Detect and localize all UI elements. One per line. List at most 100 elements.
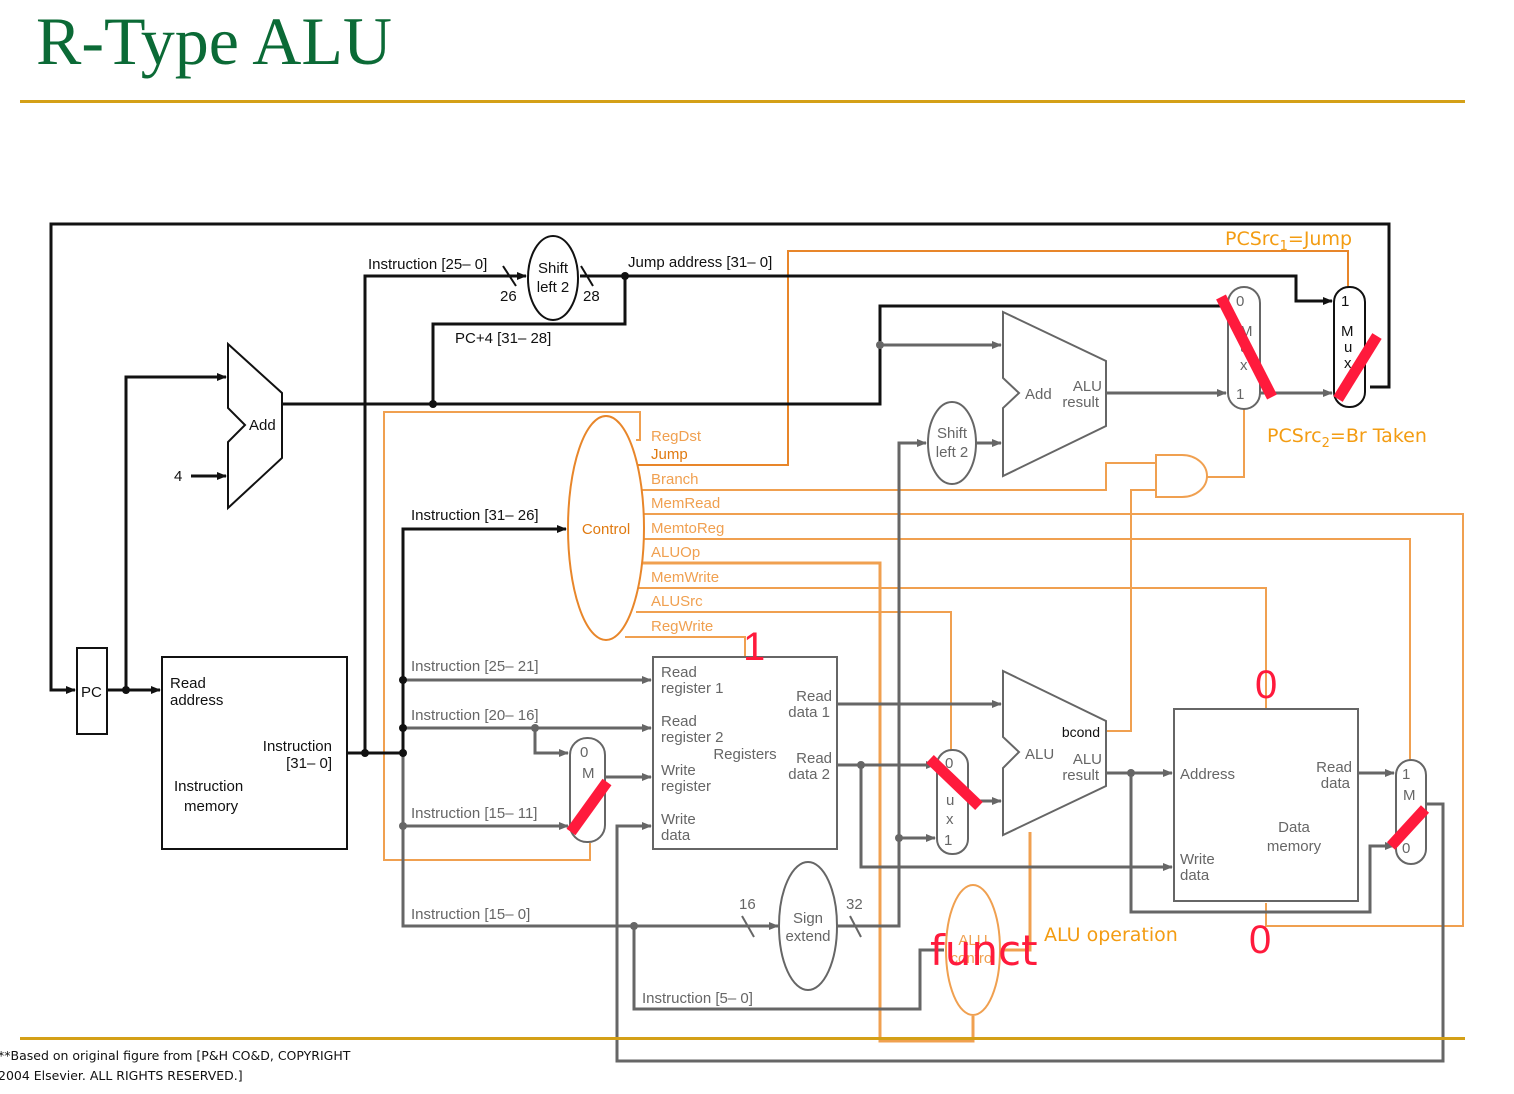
and-gate — [1155, 454, 1208, 498]
svg-text:register 2: register 2 — [661, 729, 724, 746]
wire-pc4 — [282, 304, 1228, 406]
control-unit: Control — [567, 415, 645, 641]
svg-text:Control: Control — [582, 521, 630, 538]
wire-alu-operation — [1001, 832, 1032, 952]
svg-text:Instruction [20– 16]: Instruction [20– 16] — [411, 707, 539, 724]
svg-text:data: data — [1180, 867, 1210, 884]
svg-text:data 2: data 2 — [788, 766, 830, 783]
wire-jump — [638, 250, 1349, 466]
svg-text:PC+4 [31– 28]: PC+4 [31– 28] — [455, 330, 551, 347]
instruction-memory: Read address Instruction [31– 0] Instruc… — [161, 656, 348, 850]
svg-text:Instruction [15– 11]: Instruction [15– 11] — [411, 805, 537, 822]
strike-branch-mux — [1216, 294, 1277, 400]
svg-text:memory: memory — [1267, 838, 1322, 855]
svg-text:ALUOp: ALUOp — [651, 544, 700, 561]
svg-text:Read: Read — [796, 750, 832, 767]
wire-writeback — [615, 802, 1445, 1063]
wire-jump-address — [580, 274, 1333, 305]
svg-text:Data: Data — [1278, 819, 1310, 836]
svg-text:0: 0 — [580, 744, 588, 761]
svg-text:MemWrite: MemWrite — [651, 569, 719, 586]
wire-memwrite — [638, 587, 1267, 708]
pcsrc2-annotation: PCSrc2=Br Taken — [1267, 425, 1427, 451]
svg-text:PCSrc2=Br Taken: PCSrc2=Br Taken — [1267, 425, 1427, 451]
svg-text:left 2: left 2 — [537, 279, 570, 296]
svg-text:Write: Write — [661, 762, 696, 779]
wire-aluop — [640, 561, 975, 1043]
svg-text:extend: extend — [785, 928, 830, 945]
wire-alu-bypass — [1129, 773, 1395, 914]
svg-text:x: x — [1240, 357, 1248, 374]
svg-text:Add: Add — [1025, 386, 1052, 403]
svg-text:Read: Read — [1316, 759, 1352, 776]
svg-text:M: M — [1341, 323, 1354, 340]
svg-text:Read: Read — [796, 688, 832, 705]
svg-text:Write: Write — [661, 811, 696, 828]
sign-extend: Sign extend 16 32 — [739, 861, 863, 991]
svg-text:Add: Add — [249, 417, 276, 434]
shift-left-jump: Shift left 2 — [502, 235, 594, 321]
svg-text:register 1: register 1 — [661, 680, 724, 697]
footnote: **Based on original figure from [P&H CO&… — [0, 1046, 350, 1086]
svg-text:Sign: Sign — [793, 910, 823, 927]
svg-text:data: data — [1321, 775, 1351, 792]
footer-rule — [20, 1037, 1465, 1040]
svg-text:x: x — [1344, 355, 1352, 372]
svg-text:Branch: Branch — [651, 471, 699, 488]
svg-text:result: result — [1062, 767, 1100, 784]
memread-value: 0 — [1255, 663, 1277, 707]
svg-text:ALUSrc: ALUSrc — [651, 593, 703, 610]
svg-text:Write: Write — [1180, 851, 1215, 868]
svg-text:Jump: Jump — [651, 446, 688, 463]
strike-alusrc-mux — [926, 755, 983, 810]
svg-text:Read: Read — [170, 675, 206, 692]
footnote-line-2: 2004 Elsevier. ALL RIGHTS RESERVED.] — [0, 1068, 243, 1083]
svg-text:0: 0 — [1236, 293, 1244, 310]
svg-text:control: control — [950, 950, 995, 967]
svg-text:1: 1 — [944, 832, 952, 849]
svg-text:data: data — [661, 827, 691, 844]
regwrite-value: 1 — [743, 625, 765, 669]
svg-text:0: 0 — [945, 755, 953, 772]
alu-operation-label: ALU operation — [1044, 924, 1178, 946]
svg-text:Registers: Registers — [713, 746, 776, 763]
constant-four: 4 — [174, 468, 182, 485]
wire-memread — [642, 513, 1464, 927]
pc-register: PC — [76, 647, 108, 735]
slide-title: R-Type ALU — [36, 3, 392, 79]
svg-text:Shift: Shift — [538, 260, 569, 277]
svg-text:x: x — [946, 811, 954, 828]
pcsrc1-annotation: PCSrc1=Jump — [1225, 228, 1352, 254]
svg-text:u: u — [1344, 339, 1352, 356]
branch-adder: Add ALU result — [1002, 310, 1107, 478]
svg-text:Instruction [25– 0]: Instruction [25– 0] — [368, 256, 487, 273]
inactive-wires — [401, 341, 1445, 1063]
control-signal-labels: RegDst Jump Branch MemRead MemtoReg ALUO… — [651, 428, 724, 635]
svg-text:PCSrc1=Jump: PCSrc1=Jump — [1225, 228, 1352, 254]
svg-text:Instruction: Instruction — [263, 738, 332, 755]
svg-text:Instruction: Instruction — [174, 778, 243, 795]
junction-dots — [122, 272, 1135, 930]
svg-text:M: M — [1403, 787, 1416, 804]
svg-text:RegWrite: RegWrite — [651, 618, 713, 635]
wire-regdst — [383, 411, 641, 861]
wire-and-out — [1207, 406, 1245, 478]
svg-text:Jump address [31– 0]: Jump address [31– 0] — [628, 254, 772, 271]
svg-text:Address: Address — [1180, 766, 1235, 783]
svg-text:result: result — [1062, 394, 1100, 411]
funct-annotation: funct — [930, 926, 1038, 975]
svg-text:Instruction [15– 0]: Instruction [15– 0] — [411, 906, 530, 923]
title-rule — [20, 100, 1465, 103]
pc-adder: Add — [227, 341, 283, 511]
svg-text:Read: Read — [661, 664, 697, 681]
strike-regdst-mux — [566, 778, 612, 836]
svg-text:1: 1 — [1402, 766, 1410, 783]
svg-text:memory: memory — [184, 798, 239, 815]
svg-text:ALU: ALU — [1073, 378, 1102, 395]
svg-text:Instruction [31– 26]: Instruction [31– 26] — [411, 507, 539, 524]
wire-instr-25-0 — [363, 272, 527, 753]
svg-text:1: 1 — [1341, 293, 1349, 310]
mux-strike-marks — [566, 294, 1430, 850]
svg-text:register: register — [661, 778, 711, 795]
width-28: 28 — [583, 288, 600, 305]
